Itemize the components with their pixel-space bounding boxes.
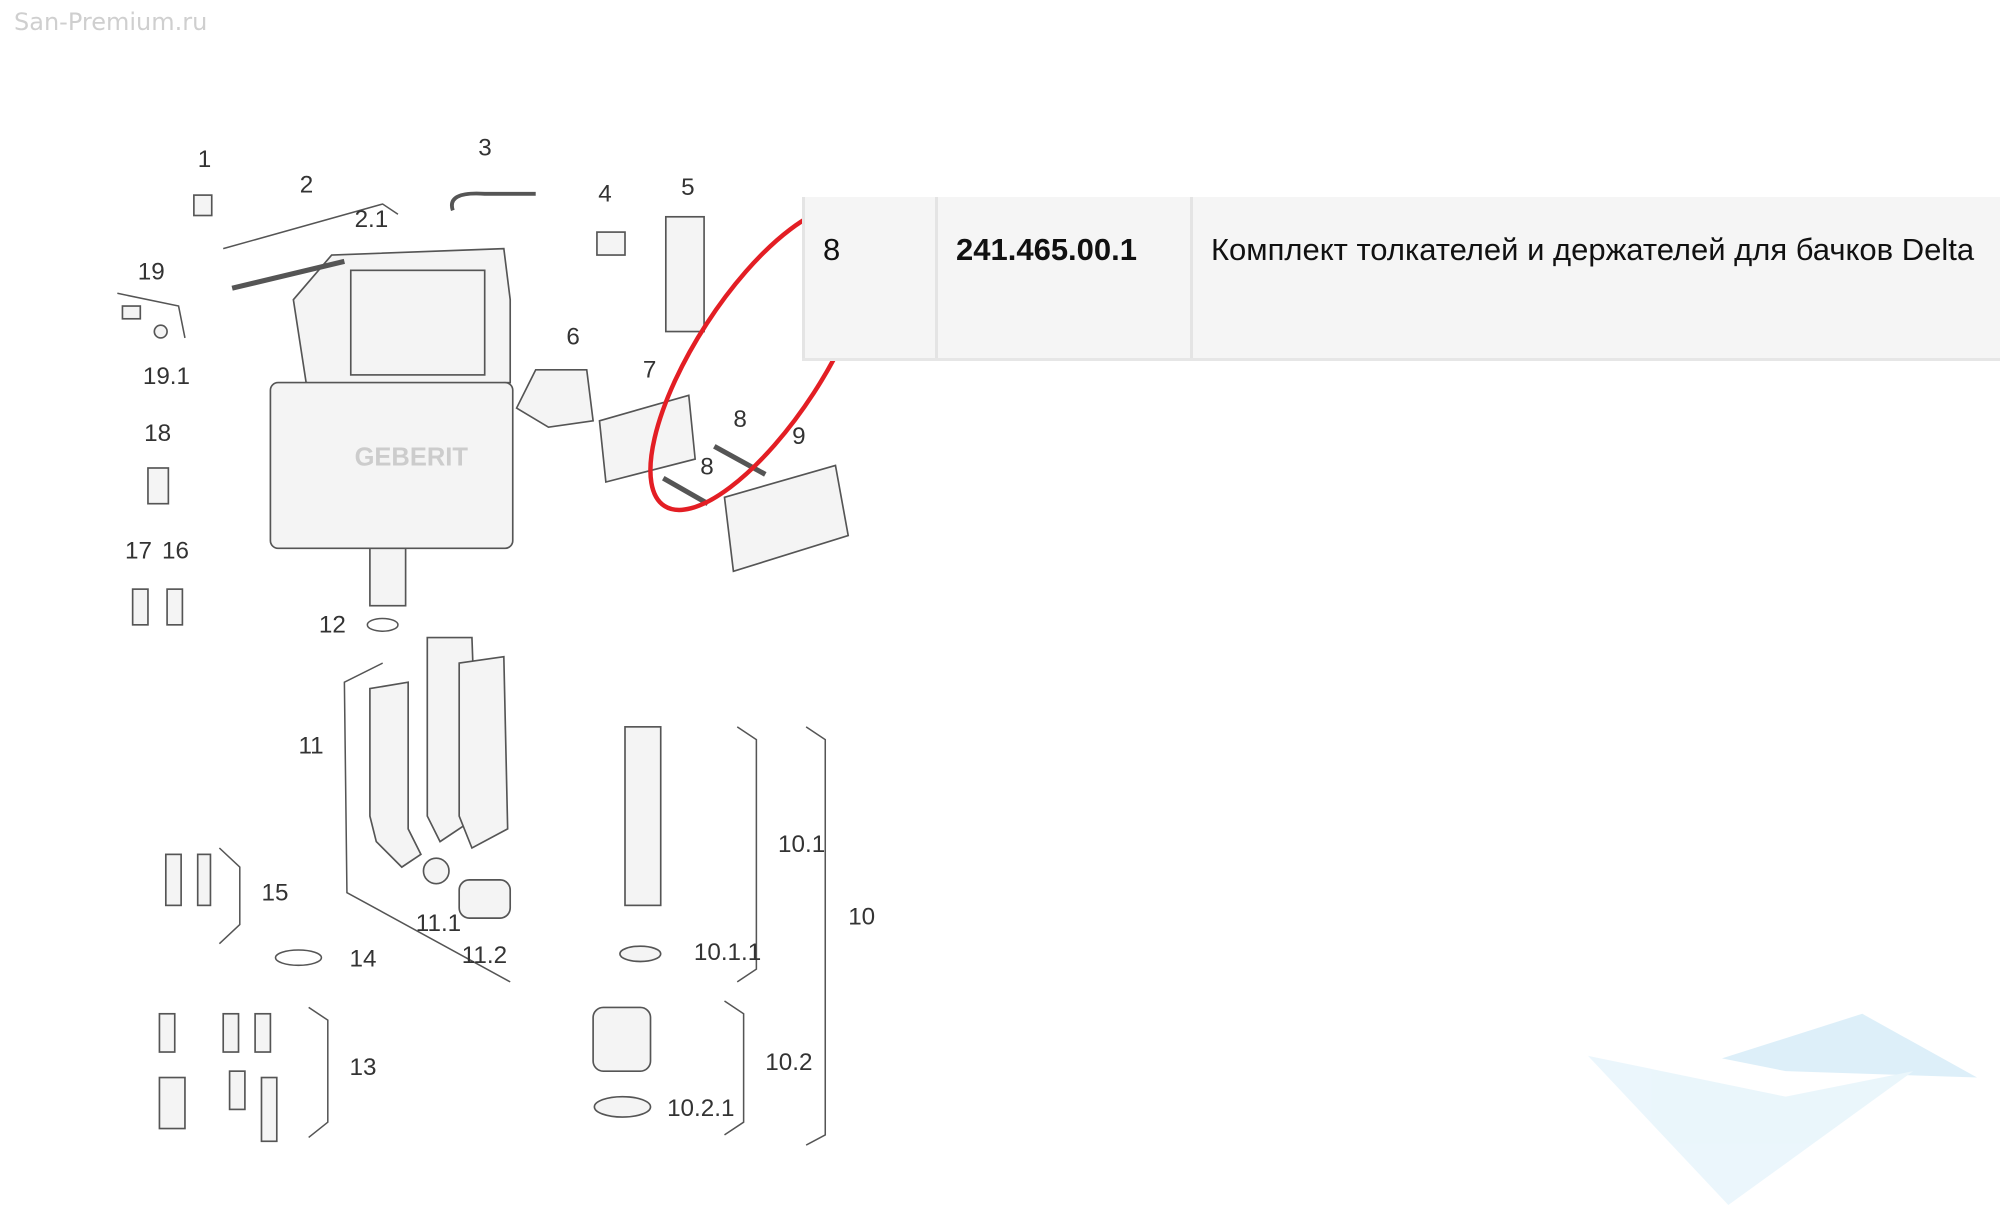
callout-label: 8 <box>733 406 746 433</box>
callout-label: 14 <box>349 946 376 973</box>
callout-label: 10.1 <box>778 831 825 858</box>
cistern-body: GEBERIT <box>269 247 514 607</box>
callout-label: 2.1 <box>355 206 389 233</box>
callout-label: 17 <box>125 538 152 565</box>
callout-label: 7 <box>643 356 656 383</box>
callout-label: 19 <box>138 258 165 285</box>
callout-label: 3 <box>478 135 491 162</box>
callout-label: 10.2.1 <box>667 1095 734 1122</box>
geberit-logo: GEBERIT <box>355 443 469 471</box>
article-number: 241.465.00.1 <box>935 197 1190 358</box>
callout-label: 11.1 <box>416 910 461 937</box>
callout-label: 4 <box>598 180 611 207</box>
callout-label: 8 <box>700 453 713 480</box>
callout-label: 6 <box>566 323 579 350</box>
callout-label: 19.1 <box>143 363 190 390</box>
site-logo-watermark <box>1588 1013 1978 1206</box>
parts-table: 8 241.465.00.1 Комплект толкателей и дер… <box>802 197 2000 361</box>
callout-label: 11.2 <box>462 942 507 969</box>
position-number: 8 <box>802 197 935 358</box>
callout-label: 9 <box>792 423 805 450</box>
callout-label: 1 <box>198 146 211 173</box>
callout-label: 15 <box>261 879 288 906</box>
callout-label: 16 <box>162 538 189 565</box>
callout-label: 12 <box>319 611 346 638</box>
callout-label: 10.2 <box>765 1049 812 1076</box>
callout-label: 11 <box>298 733 323 760</box>
callout-label: 10.1.1 <box>694 939 761 966</box>
callout-label: 13 <box>349 1054 376 1081</box>
callout-label: 18 <box>144 420 171 447</box>
callout-label: 2 <box>300 172 313 199</box>
site-watermark: San-Premium.ru <box>14 8 208 36</box>
callout-label: 10 <box>848 904 875 931</box>
part-description: Комплект толкателей и держателей для бач… <box>1190 197 2000 358</box>
callout-label: 5 <box>681 174 694 201</box>
